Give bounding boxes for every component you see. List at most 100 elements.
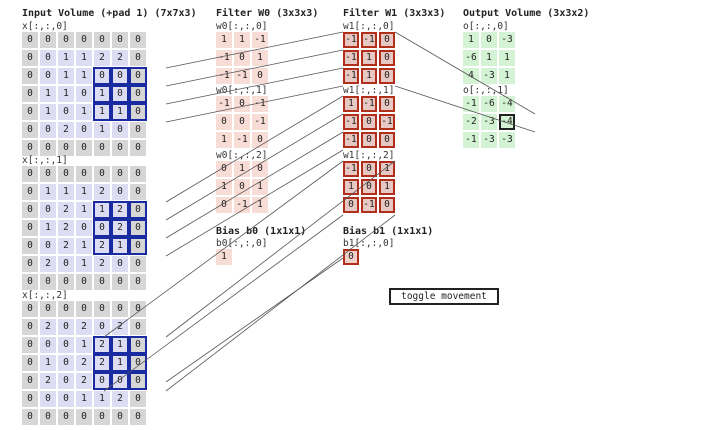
w1-cell: 0 — [361, 114, 377, 130]
input-cell: 0 — [58, 337, 74, 353]
input-cell: 1 — [94, 391, 110, 407]
input-cell: 0 — [130, 256, 146, 272]
w0-cell: -1 — [216, 50, 232, 66]
output-cell: 1 — [499, 50, 515, 66]
w0-cell: 0 — [234, 114, 250, 130]
input-cell: 0 — [112, 32, 128, 48]
output-cell: -3 — [481, 68, 497, 84]
w1-slice-label-0: w1[:,:,0] — [343, 21, 395, 32]
w1-cell: 0 — [379, 96, 395, 112]
input-cell: 0 — [93, 219, 111, 237]
input-cell: 0 — [130, 32, 146, 48]
w1-cell: -1 — [343, 32, 359, 48]
filter-w1-title: Filter W1 (3x3x3) — [343, 8, 446, 19]
input-cell: 0 — [22, 319, 38, 335]
input-cell: 0 — [40, 202, 56, 218]
input-cell: 0 — [112, 122, 128, 138]
w0-cell: -1 — [234, 132, 250, 148]
bias-b0-title: Bias b0 (1x1x1) — [216, 226, 307, 237]
input-cell: 0 — [40, 32, 56, 48]
input-cell: 0 — [112, 140, 128, 156]
w0-cell: 1 — [216, 132, 232, 148]
w0-cell: -1 — [234, 197, 250, 213]
w1-slice-label-2: w1[:,:,2] — [343, 150, 395, 161]
w1-cell: 0 — [343, 197, 359, 213]
input-cell: 0 — [40, 50, 56, 66]
input-cell: 1 — [111, 354, 129, 372]
w1-cell: 0 — [379, 32, 395, 48]
output-cell: 0 — [481, 32, 497, 48]
input-cell: 0 — [94, 274, 110, 290]
output-cell: -3 — [499, 132, 515, 148]
w0-cell: 1 — [216, 179, 232, 195]
w0-cell: 0 — [234, 96, 250, 112]
input-cell: 1 — [58, 68, 74, 84]
output-cell: -6 — [463, 50, 479, 66]
input-cell: 2 — [40, 319, 56, 335]
w1-cell: -1 — [379, 114, 395, 130]
w1-cell: -1 — [343, 132, 359, 148]
w0-cell: 0 — [216, 114, 232, 130]
input-cell: 0 — [129, 237, 147, 255]
input-cell: 0 — [76, 166, 92, 182]
input-cell: 0 — [130, 319, 146, 335]
input-cell: 1 — [111, 237, 129, 255]
output-cell: -3 — [499, 32, 515, 48]
input-cell: 0 — [94, 140, 110, 156]
input-cell: 1 — [58, 184, 74, 200]
output-slice-label-1: o[:,:,1] — [463, 85, 509, 96]
input-cell: 1 — [111, 336, 129, 354]
w0-cell: -1 — [252, 32, 268, 48]
w1-cell: 1 — [361, 68, 377, 84]
toggle-movement-button[interactable]: toggle movement — [389, 288, 499, 305]
bias-b1-title: Bias b1 (1x1x1) — [343, 226, 434, 237]
w1-cell: 0 — [361, 161, 377, 177]
w0-cell: 1 — [252, 179, 268, 195]
w1-slice-label-1: w1[:,:,1] — [343, 85, 395, 96]
w1-cell: -1 — [361, 96, 377, 112]
w0-cell: 1 — [216, 32, 232, 48]
output-slice-label-0: o[:,:,0] — [463, 21, 509, 32]
input-cell: 1 — [111, 103, 129, 121]
w1-cell: -1 — [343, 114, 359, 130]
input-cell: 0 — [111, 372, 129, 390]
w1-cell: -1 — [343, 68, 359, 84]
input-cell: 0 — [129, 354, 147, 372]
output-cell: -2 — [463, 114, 479, 130]
input-cell: 1 — [58, 86, 74, 102]
input-cell: 2 — [94, 184, 110, 200]
input-cell: 2 — [112, 50, 128, 66]
w0-cell: 0 — [216, 161, 232, 177]
input-cell: 0 — [94, 301, 110, 317]
b0-label: b0[:,:,0] — [216, 238, 268, 249]
input-cell: 1 — [76, 184, 92, 200]
w0-slice-label-1: w0[:,:,1] — [216, 85, 268, 96]
input-cell: 2 — [40, 373, 56, 389]
input-cell: 0 — [22, 391, 38, 407]
input-cell: 0 — [58, 166, 74, 182]
w0-cell: 0 — [234, 179, 250, 195]
output-cell: -6 — [481, 96, 497, 112]
input-cell: 0 — [22, 32, 38, 48]
output-cell: -3 — [481, 114, 497, 130]
input-cell: 0 — [94, 409, 110, 425]
b0-cell: 1 — [216, 249, 232, 265]
input-cell: 1 — [93, 201, 111, 219]
input-cell: 0 — [58, 256, 74, 272]
input-cell: 0 — [40, 68, 56, 84]
input-cell: 0 — [58, 391, 74, 407]
w0-cell: -1 — [234, 68, 250, 84]
input-cell: 0 — [130, 184, 146, 200]
input-cell: 0 — [22, 202, 38, 218]
output-cell: -1 — [463, 132, 479, 148]
input-cell: 0 — [93, 67, 111, 85]
input-cell: 0 — [112, 184, 128, 200]
input-cell: 2 — [111, 219, 129, 237]
input-cell: 0 — [58, 104, 74, 120]
input-slice-label-2: x[:,:,2] — [22, 290, 68, 301]
w0-slice-label-0: w0[:,:,0] — [216, 21, 268, 32]
output-cell: -4 — [499, 114, 515, 130]
input-cell: 0 — [22, 50, 38, 66]
